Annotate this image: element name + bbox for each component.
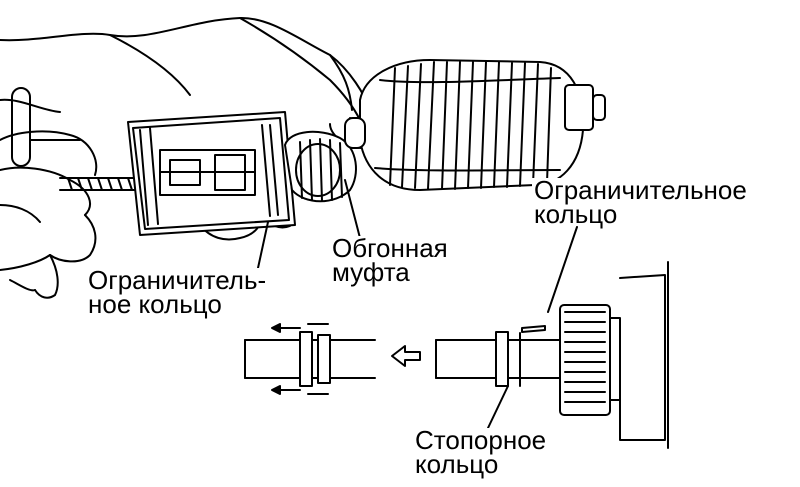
label-limiter-ring-left: Ограничитель- ное кольцо [86, 265, 269, 319]
label-snap-ring: Стопорное кольцо [413, 425, 549, 479]
label-overrunning-clutch-line2: муфта [332, 257, 410, 287]
threaded-screw-drawing [59, 177, 141, 191]
puller-body-drawing [127, 111, 296, 236]
label-limiter-ring-right-line1: Ограничительное [534, 175, 747, 205]
label-snap-ring-line2: кольцо [415, 449, 499, 479]
leader-line-snap-ring [487, 385, 509, 429]
overrunning-clutch-drawing [284, 130, 357, 203]
puller-handle-drawing [11, 87, 81, 167]
label-limiter-ring-right: Ограничительное кольцо [532, 175, 749, 229]
shaft-detail-left [244, 323, 376, 395]
label-overrunning-clutch: Обгонная муфта [330, 233, 450, 287]
armature-drawing [344, 59, 606, 191]
direction-arrow [391, 345, 421, 367]
label-overrunning-clutch-line1: Обгонная [332, 233, 448, 263]
label-limiter-ring-left-line2: ное кольцо [88, 289, 222, 319]
leader-lines-upper [257, 179, 578, 313]
shaft-detail-right [435, 261, 669, 449]
label-limiter-ring-right-line2: кольцо [534, 199, 618, 229]
label-snap-ring-line1: Стопорное [415, 425, 547, 455]
label-limiter-ring-left-line1: Ограничитель- [88, 265, 267, 295]
